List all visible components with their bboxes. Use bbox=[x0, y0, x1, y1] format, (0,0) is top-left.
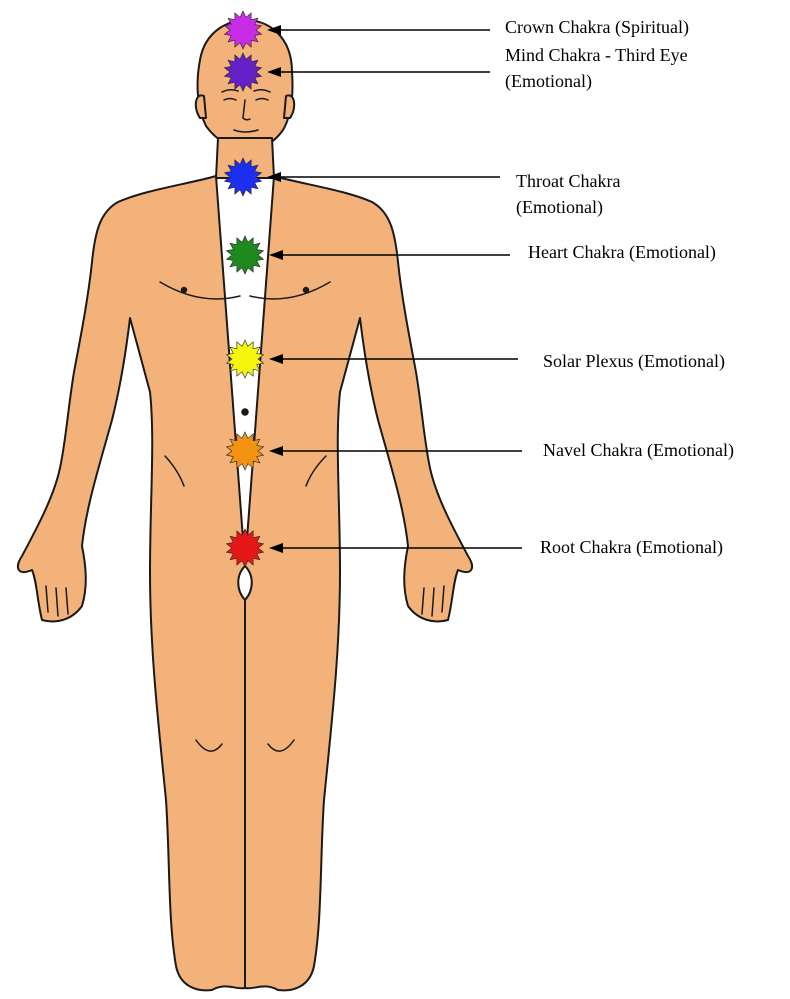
root-chakra-label: Root Chakra (Emotional) bbox=[540, 534, 723, 560]
crown-chakra-label: Crown Chakra (Spiritual) bbox=[505, 14, 689, 40]
heart-chakra-label-line: Heart Chakra (Emotional) bbox=[528, 239, 716, 265]
throat-chakra-label-line: (Emotional) bbox=[516, 194, 620, 220]
solar-chakra-starburst bbox=[227, 340, 264, 378]
navel-chakra-label-line: Navel Chakra (Emotional) bbox=[543, 437, 734, 463]
heart-chakra-starburst bbox=[227, 236, 264, 274]
root-chakra-label-line: Root Chakra (Emotional) bbox=[540, 534, 723, 560]
crown-chakra-label-line: Crown Chakra (Spiritual) bbox=[505, 14, 689, 40]
mind-chakra-label: Mind Chakra - Third Eye(Emotional) bbox=[505, 42, 688, 94]
mind-chakra-label-line: Mind Chakra - Third Eye bbox=[505, 42, 688, 68]
solar-chakra-label-line: Solar Plexus (Emotional) bbox=[543, 348, 725, 374]
heart-chakra-label: Heart Chakra (Emotional) bbox=[528, 239, 716, 265]
solar-chakra-label: Solar Plexus (Emotional) bbox=[543, 348, 725, 374]
throat-chakra-label: Throat Chakra(Emotional) bbox=[516, 168, 620, 220]
navel-chakra-label: Navel Chakra (Emotional) bbox=[543, 437, 734, 463]
throat-chakra-label-line: Throat Chakra bbox=[516, 168, 620, 194]
mind-chakra-label-line: (Emotional) bbox=[505, 68, 688, 94]
